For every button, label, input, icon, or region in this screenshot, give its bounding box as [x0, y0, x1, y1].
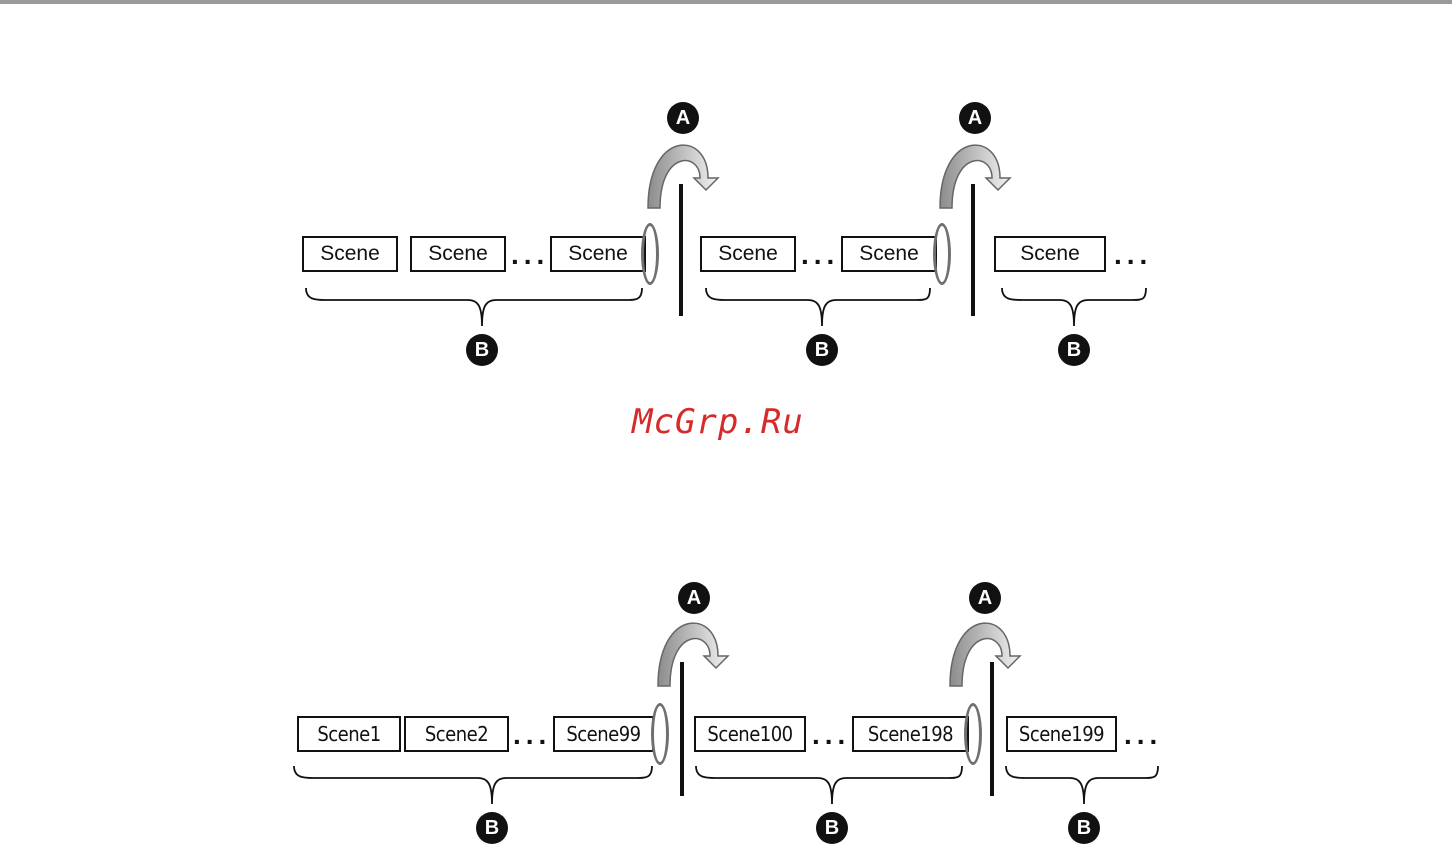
- jump-arrow-icon: [940, 145, 1010, 208]
- group-brace: [294, 766, 652, 804]
- scene-sequence-diagram-top: Scene Scene ... Scene Scene ... Scene Sc…: [0, 90, 1452, 380]
- badge-a: A: [959, 102, 991, 134]
- scene-box: Scene99: [553, 716, 654, 752]
- group-brace: [1006, 766, 1158, 804]
- scene-box: Scene: [841, 236, 937, 272]
- scene-box: Scene2: [404, 716, 509, 752]
- boundary-ring: [651, 703, 669, 765]
- scene-box: Scene: [550, 236, 646, 272]
- badge-b: B: [1068, 812, 1100, 844]
- top-rule: [0, 0, 1452, 4]
- ellipsis: ...: [511, 245, 549, 265]
- group-divider: [680, 662, 684, 796]
- badge-a: A: [667, 102, 699, 134]
- badge-b: B: [1058, 334, 1090, 366]
- group-divider: [679, 184, 683, 316]
- connector-graphics: [0, 90, 1452, 380]
- group-divider: [971, 184, 975, 316]
- badge-b: B: [816, 812, 848, 844]
- ellipsis: ...: [1114, 245, 1152, 265]
- group-brace: [696, 766, 962, 804]
- scene-box: Scene: [410, 236, 506, 272]
- group-brace: [1002, 288, 1146, 326]
- ellipsis: ...: [1124, 725, 1162, 745]
- ellipsis: ...: [801, 245, 839, 265]
- ellipsis: ...: [812, 725, 850, 745]
- scene-box: Scene: [994, 236, 1106, 272]
- connector-graphics: [0, 570, 1452, 845]
- scene-box: Scene199: [1006, 716, 1117, 752]
- group-brace: [706, 288, 930, 326]
- scene-box: Scene: [302, 236, 398, 272]
- jump-arrow-icon: [648, 145, 718, 208]
- badge-a: A: [678, 582, 710, 614]
- scene-box: Scene: [700, 236, 796, 272]
- group-brace: [306, 288, 642, 326]
- watermark: McGrp.Ru: [632, 402, 804, 442]
- jump-arrow-icon: [658, 623, 728, 686]
- scene-sequence-diagram-bottom: Scene1 Scene2 ... Scene99 Scene100 ... S…: [0, 570, 1452, 845]
- scene-box: Scene198: [852, 716, 969, 752]
- badge-b: B: [476, 812, 508, 844]
- scene-box: Scene100: [694, 716, 806, 752]
- badge-a: A: [969, 582, 1001, 614]
- group-divider: [990, 662, 994, 796]
- badge-b: B: [806, 334, 838, 366]
- boundary-ring: [933, 223, 951, 285]
- boundary-ring: [964, 703, 982, 765]
- ellipsis: ...: [513, 725, 551, 745]
- scene-box: Scene1: [297, 716, 401, 752]
- boundary-ring: [641, 223, 659, 285]
- badge-b: B: [466, 334, 498, 366]
- jump-arrow-icon: [950, 623, 1020, 686]
